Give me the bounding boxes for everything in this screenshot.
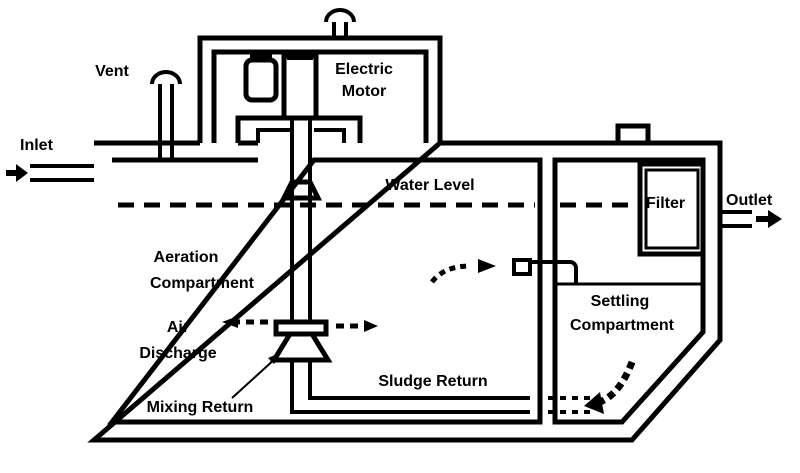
label-motor: Motor <box>342 83 386 100</box>
transfer-pipe-elbow <box>512 258 578 284</box>
motor-housing-collar-inner <box>256 128 346 143</box>
access-hatch <box>615 123 651 146</box>
label-settling: Settling <box>591 293 650 310</box>
mixing-return-pointer <box>231 357 277 399</box>
motor-cap <box>250 52 272 62</box>
label-electric: Electric <box>335 61 393 78</box>
aerator-shaft <box>290 118 312 322</box>
motor-body <box>243 57 279 103</box>
label-settling-compartment: Compartment <box>570 317 675 334</box>
inner-tank-wall <box>106 157 543 425</box>
label-sludge-return: Sludge Return <box>378 373 487 390</box>
motor-housing-outer <box>197 35 443 143</box>
label-vent: Vent <box>95 63 129 80</box>
label-aeration-compartment: Compartment <box>150 275 255 292</box>
housing-vent-pipe <box>332 22 348 38</box>
motor-drive-top <box>287 52 313 60</box>
outlet-arrow-icon <box>756 210 782 228</box>
air-discharge-right-arrow-icon <box>364 320 378 332</box>
label-aeration: Aeration <box>154 249 219 266</box>
mixing-return-pointer-arrowhead-icon <box>268 352 282 364</box>
filter-inner <box>644 168 700 250</box>
label-discharge: Discharge <box>139 345 216 362</box>
filter-box <box>637 161 703 257</box>
vent-cap <box>150 70 182 85</box>
inlet-arrow-icon <box>6 164 28 182</box>
settling-flow-curve <box>598 360 636 406</box>
air-discharge-head <box>273 319 329 337</box>
settling-compartment-wall <box>552 157 706 425</box>
sludge-return-pipe <box>290 360 530 414</box>
transfer-flow-arrow-icon <box>478 259 496 273</box>
transfer-flow-curve <box>430 263 471 284</box>
upper-cone <box>279 179 323 201</box>
mixing-cone <box>269 331 333 363</box>
inlet-pipe <box>30 164 94 182</box>
motor-drive <box>281 53 319 121</box>
label-filter: Filter <box>646 195 685 212</box>
label-outlet: Outlet <box>726 192 773 209</box>
label-mixing-return: Mixing Return <box>147 399 254 416</box>
outer-tank-wall <box>87 140 723 443</box>
settling-flow-arrow-icon <box>584 392 604 414</box>
motor-housing-collar <box>235 115 363 143</box>
vent-pipe <box>158 84 174 160</box>
label-inlet: Inlet <box>20 137 54 154</box>
label-water-level: Water Level <box>385 177 474 194</box>
housing-vent-cap <box>324 8 356 23</box>
outlet-pipe <box>720 210 752 228</box>
air-discharge-left-arrow-icon <box>222 316 238 328</box>
label-air: Air <box>167 319 189 336</box>
motor-housing-inner <box>211 49 429 143</box>
